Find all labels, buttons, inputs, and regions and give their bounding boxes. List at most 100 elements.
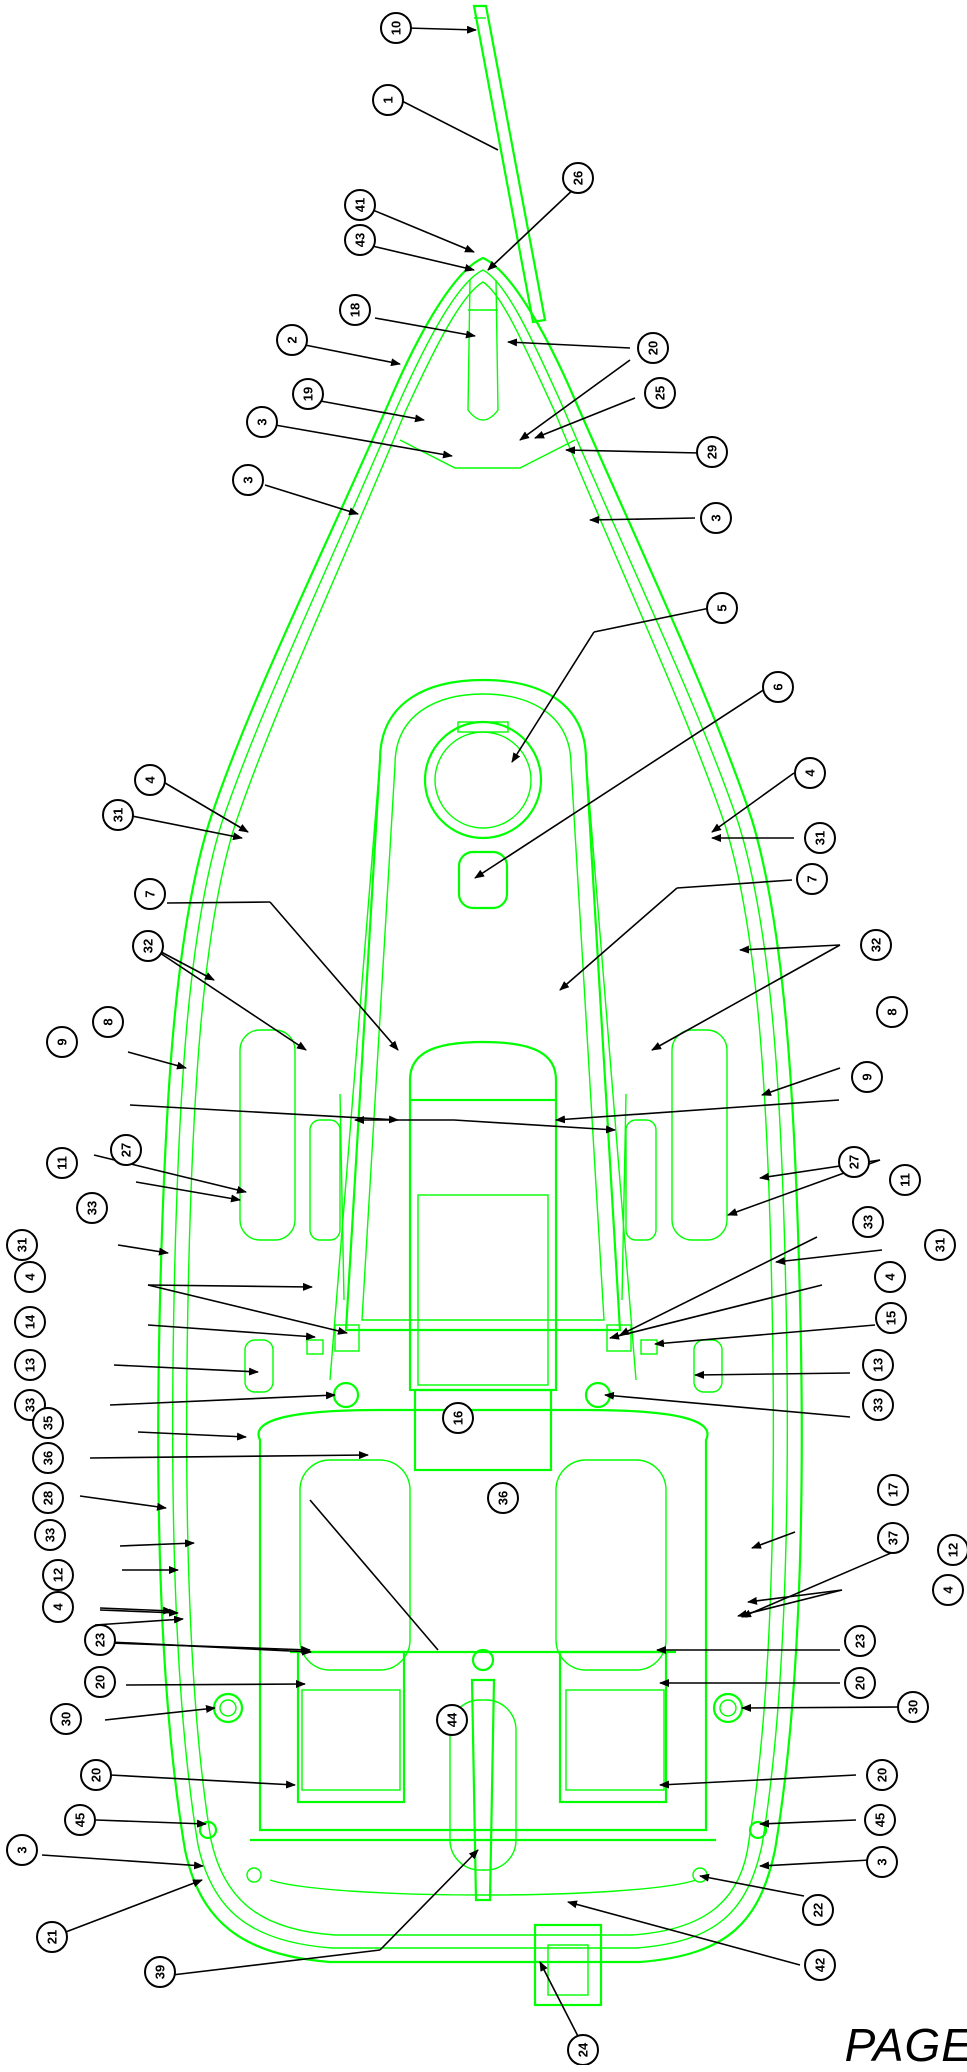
callout-number: 13 — [23, 1358, 38, 1372]
callout-number: 19 — [301, 387, 316, 401]
callout-22: 22 — [802, 1894, 834, 1926]
callout-number: 4 — [941, 1586, 956, 1594]
callout-31: 31 — [6, 1229, 38, 1261]
callout-number: 3 — [15, 1846, 30, 1853]
callout-number: 11 — [898, 1173, 913, 1187]
callout-number: 3 — [709, 514, 724, 521]
callout-number: 11 — [55, 1156, 70, 1170]
callout-number: 7 — [805, 875, 820, 882]
callout-number: 33 — [23, 1398, 38, 1412]
callout-4: 4 — [794, 757, 826, 789]
callout-11: 11 — [889, 1164, 921, 1196]
callout-32: 32 — [860, 929, 892, 961]
callout-number: 1 — [381, 96, 396, 103]
callout-number: 7 — [143, 890, 158, 897]
callout-36: 36 — [487, 1482, 519, 1514]
callout-number: 4 — [883, 1273, 898, 1281]
callout-24: 24 — [567, 2034, 599, 2065]
callout-number: 14 — [23, 1314, 38, 1329]
callout-number: 32 — [141, 939, 156, 953]
callout-number: 33 — [85, 1201, 100, 1215]
callout-31: 31 — [102, 799, 134, 831]
callout-number: 12 — [51, 1568, 66, 1582]
callout-number: 4 — [23, 1273, 38, 1281]
callout-number: 33 — [861, 1215, 876, 1229]
callout-4: 4 — [14, 1261, 46, 1293]
callout-10: 10 — [380, 12, 412, 44]
callout-number: 31 — [813, 831, 828, 845]
callout-number: 22 — [811, 1903, 826, 1917]
callout-number: 31 — [933, 1238, 948, 1252]
callout-number: 20 — [853, 1676, 868, 1690]
page-label: PAGE — [844, 2019, 967, 2071]
callout-44: 44 — [436, 1704, 468, 1736]
callout-32: 32 — [132, 930, 164, 962]
callout-3: 3 — [246, 406, 278, 438]
callout-number: 24 — [576, 2042, 591, 2057]
callout-33: 33 — [852, 1206, 884, 1238]
callout-13: 13 — [862, 1349, 894, 1381]
callout-number: 23 — [853, 1634, 868, 1648]
callout-4: 4 — [42, 1591, 74, 1623]
callout-20: 20 — [637, 332, 669, 364]
callout-number: 27 — [847, 1155, 862, 1169]
callout-number: 23 — [93, 1633, 108, 1647]
callout-number: 2 — [285, 336, 300, 343]
callout-39: 39 — [144, 1956, 176, 1988]
callout-36: 36 — [32, 1442, 64, 1474]
callout-7: 7 — [134, 878, 166, 910]
callout-21: 21 — [36, 1921, 68, 1953]
callout-37: 37 — [877, 1522, 909, 1554]
callout-number: 30 — [906, 1700, 921, 1714]
callout-42: 42 — [804, 1949, 836, 1981]
callout-29: 29 — [696, 436, 728, 468]
callout-3: 3 — [700, 502, 732, 534]
callout-number: 9 — [55, 1038, 70, 1045]
callout-19: 19 — [292, 378, 324, 410]
callout-41: 41 — [344, 189, 376, 221]
callout-18: 18 — [339, 294, 371, 326]
callout-23: 23 — [84, 1624, 116, 1656]
callout-9: 9 — [851, 1061, 883, 1093]
callout-14: 14 — [14, 1306, 46, 1338]
callout-number: 44 — [445, 1712, 460, 1727]
callout-number: 10 — [389, 21, 404, 35]
callout-20: 20 — [84, 1666, 116, 1698]
callout-number: 3 — [255, 418, 270, 425]
hull-outline — [157, 4, 803, 2007]
callout-number: 17 — [886, 1483, 901, 1497]
callout-number: 28 — [41, 1491, 56, 1505]
callout-3: 3 — [232, 464, 264, 496]
callout-number: 15 — [884, 1311, 899, 1325]
callout-number: 3 — [875, 1858, 890, 1865]
callout-number: 43 — [353, 233, 368, 247]
callout-number: 45 — [73, 1813, 88, 1827]
callout-number: 32 — [869, 938, 884, 952]
callout-45: 45 — [864, 1804, 896, 1836]
callout-number: 4 — [803, 769, 818, 777]
callout-8: 8 — [92, 1006, 124, 1038]
callout-12: 12 — [42, 1559, 74, 1591]
callout-number: 18 — [348, 303, 363, 317]
callout-number: 8 — [101, 1018, 116, 1025]
callout-number: 4 — [51, 1603, 66, 1611]
callout-13: 13 — [14, 1349, 46, 1381]
callout-number: 3 — [241, 476, 256, 483]
callout-number: 25 — [653, 386, 668, 400]
callout-number: 21 — [45, 1930, 60, 1944]
callout-3: 3 — [6, 1834, 38, 1866]
callout-20: 20 — [866, 1759, 898, 1791]
callout-23: 23 — [844, 1625, 876, 1657]
callout-number: 33 — [871, 1398, 886, 1412]
callout-number: 36 — [496, 1491, 511, 1505]
leader-lines — [41, 25, 906, 2047]
callout-16: 16 — [442, 1402, 474, 1434]
callout-number: 16 — [451, 1411, 466, 1425]
callout-4: 4 — [874, 1261, 906, 1293]
callout-number: 30 — [59, 1712, 74, 1726]
callout-number: 20 — [875, 1768, 890, 1782]
callout-43: 43 — [344, 224, 376, 256]
callout-2: 2 — [276, 324, 308, 356]
